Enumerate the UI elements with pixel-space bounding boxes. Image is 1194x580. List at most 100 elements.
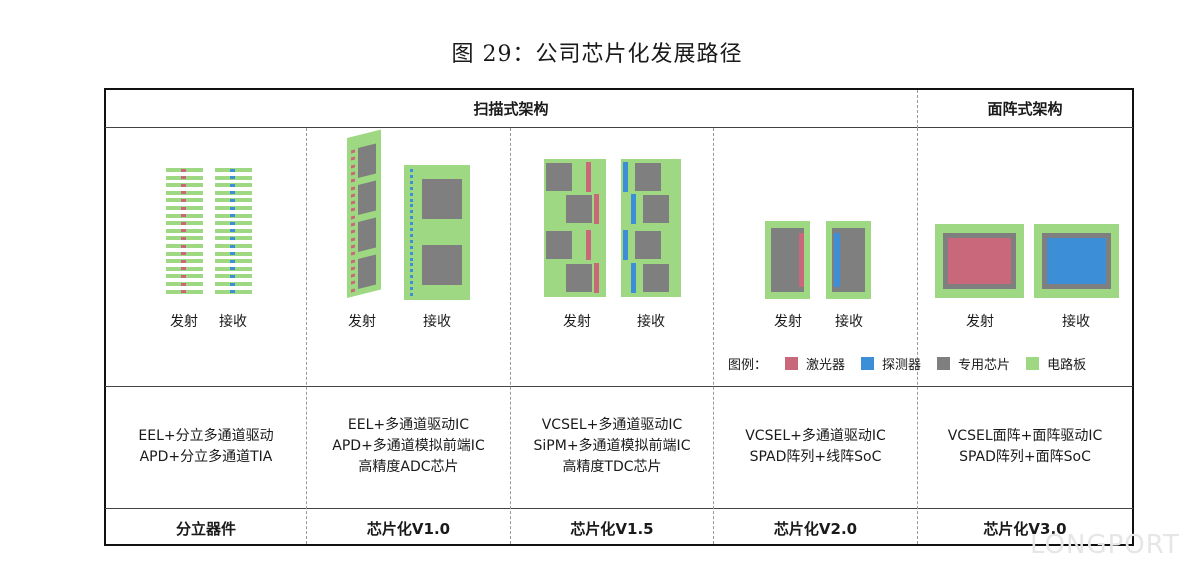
column-separator-3	[713, 128, 714, 544]
desc-line: VCSEL+多通道驱动IC	[541, 417, 683, 433]
desc-line: SiPM+多通道模拟前端IC	[533, 438, 691, 454]
rx-label-v30: 接收	[1062, 314, 1090, 330]
laser-element	[181, 259, 186, 263]
detector-element	[410, 245, 413, 249]
detector-element	[410, 192, 413, 196]
detector-element	[230, 221, 235, 225]
legend-swatch-laser	[785, 357, 799, 370]
detector-element	[230, 206, 235, 210]
detector-element	[410, 204, 413, 208]
laser-element	[351, 215, 355, 220]
laser-element	[181, 214, 186, 218]
header-divider	[105, 127, 1133, 128]
legend-swatch-asic	[937, 357, 951, 370]
rx-label-v15: 接收	[637, 314, 665, 330]
laser-element	[351, 186, 355, 190]
diagram-divider	[105, 386, 1133, 387]
laser-element	[181, 198, 186, 202]
desc-divider	[105, 508, 1133, 509]
laser-element	[181, 236, 186, 240]
detector-element	[230, 259, 235, 263]
tx-label-v30: 发射	[966, 314, 994, 330]
legend: 图例： 激光器 探测器 专用芯片 电路板	[728, 354, 1086, 373]
laser-element	[181, 229, 186, 233]
detector-element	[410, 169, 413, 172]
tx-label-v20: 发射	[774, 314, 802, 330]
rx-label-v10: 接收	[423, 314, 451, 330]
detector-element	[410, 287, 413, 290]
laser-element	[351, 288, 355, 293]
v10-emitter-board	[347, 129, 381, 298]
desc-line: 高精度TDC芯片	[562, 459, 662, 475]
laser-element	[351, 259, 355, 263]
laser-element	[181, 274, 186, 278]
desc-line: 高精度ADC芯片	[358, 459, 459, 475]
legend-prefix: 图例：	[728, 358, 768, 373]
version-v30: 芯片化V3.0	[983, 520, 1067, 538]
desc-line: EEL+多通道驱动IC	[347, 417, 470, 433]
detector-element	[410, 174, 413, 178]
watermark: LONGPORT	[1030, 530, 1180, 560]
detector-element	[410, 233, 413, 237]
desc-line: SPAD阵列+线阵SoC	[749, 449, 882, 465]
laser-element	[181, 168, 186, 172]
laser-element	[181, 176, 186, 180]
legend-pcb: 电路板	[1047, 358, 1087, 373]
desc-v15: VCSEL+多通道驱动IC SiPM+多通道模拟前端IC 高精度TDC芯片	[511, 415, 713, 478]
detector-element	[410, 263, 413, 267]
desc-line: EEL+分立多通道驱动	[138, 428, 274, 444]
version-v15: 芯片化V1.5	[570, 520, 654, 538]
detector-element	[230, 282, 235, 286]
detector-element	[410, 228, 413, 231]
detector-element	[410, 198, 413, 202]
v30-spad-area-array	[1034, 224, 1119, 298]
laser-element	[181, 221, 186, 225]
detector-element	[230, 198, 235, 202]
detector-element	[230, 267, 235, 271]
column-separator-2	[510, 128, 511, 544]
detector-element	[230, 244, 235, 248]
detector-element	[230, 168, 235, 172]
desc-line: SPAD阵列+面阵SoC	[959, 449, 1091, 465]
laser-element	[181, 183, 186, 187]
desc-line: APD+多通道模拟前端IC	[332, 438, 485, 454]
area-architecture-header: 面阵式架构	[987, 100, 1063, 118]
detector-element	[410, 216, 413, 220]
laser-element	[181, 252, 186, 256]
desc-line: VCSEL+多通道驱动IC	[745, 428, 886, 444]
detector-element	[410, 222, 413, 226]
legend-asic: 专用芯片	[958, 358, 1011, 373]
rx-label-discrete: 接收	[219, 314, 247, 330]
legend-swatch-pcb	[1026, 357, 1040, 370]
laser-element	[181, 206, 186, 210]
detector-element	[230, 274, 235, 278]
desc-v20: VCSEL+多通道驱动IC SPAD阵列+线阵SoC	[714, 426, 917, 468]
version-discrete: 分立器件	[175, 520, 236, 538]
detector-element	[230, 290, 235, 294]
laser-element	[351, 237, 355, 242]
v20-receiver-chip	[826, 221, 871, 299]
laser-element	[181, 191, 186, 195]
detector-element	[230, 183, 235, 187]
header-separator	[917, 90, 918, 128]
laser-element	[181, 282, 186, 286]
laser-element	[351, 164, 355, 169]
desc-discrete: EEL+分立多通道驱动 APD+分立多通道TIA	[106, 426, 306, 468]
detector-element	[230, 252, 235, 256]
version-v20: 芯片化V2.0	[773, 520, 858, 538]
figure-title: 图 29：公司芯片化发展路径	[451, 42, 743, 67]
laser-element	[181, 290, 186, 294]
legend-detector: 探测器	[882, 358, 922, 373]
detector-element	[410, 257, 413, 261]
laser-element	[181, 267, 186, 271]
detector-element	[410, 269, 413, 273]
scan-architecture-header: 扫描式架构	[473, 100, 549, 118]
detector-element	[230, 191, 235, 195]
detector-element	[230, 229, 235, 233]
detector-element	[410, 180, 413, 184]
detector-element	[410, 186, 413, 190]
detector-element	[410, 239, 413, 243]
v10-receiver-board	[404, 165, 470, 300]
detector-element	[230, 214, 235, 218]
laser-element	[181, 244, 186, 248]
